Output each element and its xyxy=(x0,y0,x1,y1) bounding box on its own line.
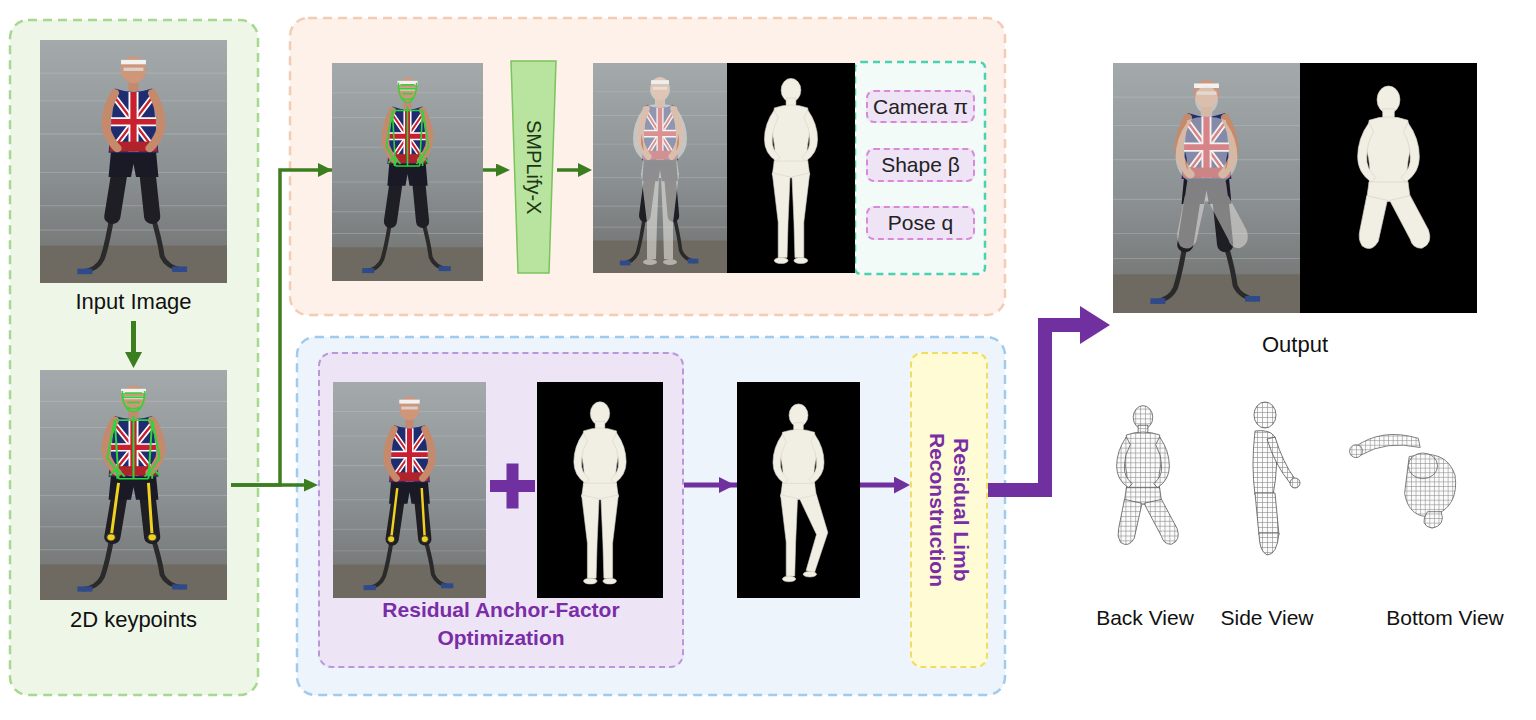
mesh-overlay xyxy=(1176,86,1248,249)
keypoint-overlay xyxy=(386,83,428,166)
flow-arrow xyxy=(988,325,1080,490)
module-title: Residual Anchor-Factor Optimization xyxy=(344,596,658,652)
image-panel: Input Image xyxy=(36,38,231,321)
keypoint-overlay xyxy=(388,488,429,542)
method-panel xyxy=(297,337,1005,695)
flow-arrow xyxy=(557,168,580,172)
input-photo xyxy=(40,370,227,600)
parameter-name: Pose q xyxy=(888,211,953,235)
model-block: SMPLify-X xyxy=(510,60,557,274)
input-panel xyxy=(10,20,258,695)
trapezoid-outline xyxy=(511,61,556,273)
parameter-box: Camera π xyxy=(866,90,975,123)
flow-arrow xyxy=(131,321,136,352)
render-background xyxy=(537,382,663,598)
parameter-box: Pose q xyxy=(866,206,975,240)
plus-sign xyxy=(507,464,519,509)
model-name: SMPLify-X xyxy=(522,120,545,214)
plus-sign xyxy=(490,480,535,492)
flow-arrow xyxy=(231,483,304,487)
parameter-box: Shape β xyxy=(866,148,975,182)
parameter-name: Camera π xyxy=(873,95,968,119)
render-background xyxy=(737,382,860,598)
mesh-render xyxy=(574,402,626,584)
keypoint-overlay xyxy=(107,391,159,479)
module-box: Residual Anchor-Factor Optimization xyxy=(318,352,684,668)
image-panel: Output xyxy=(1110,60,1480,364)
output-photo xyxy=(1113,63,1300,313)
wireframe-bottom xyxy=(1350,434,1456,528)
wireframe-side xyxy=(1253,402,1300,555)
flow-arrow xyxy=(684,483,894,488)
keypoint-overlay xyxy=(107,483,157,541)
render-background xyxy=(1300,63,1477,313)
image-panel: 2D keypoints xyxy=(36,368,231,639)
view-label: Back View xyxy=(1096,606,1194,630)
arrow-head xyxy=(318,163,332,177)
baseline-panel xyxy=(290,18,1005,315)
mesh-render xyxy=(764,78,817,263)
view-label: Side View xyxy=(1220,606,1313,630)
input-photo xyxy=(333,382,486,598)
arrow-head xyxy=(578,163,592,177)
module-title: Residual Limb Reconstruction xyxy=(925,410,973,610)
render-background xyxy=(727,63,855,273)
fit-overlay-photo xyxy=(593,63,727,273)
image-caption: Output xyxy=(1262,332,1328,358)
input-photo xyxy=(332,63,483,281)
view-label: Bottom View xyxy=(1386,606,1504,630)
parameter-name: Shape β xyxy=(881,153,960,177)
arrow-head xyxy=(719,477,735,493)
image-caption: 2D keypoints xyxy=(70,607,197,633)
input-photo xyxy=(40,40,227,283)
image-caption: Input Image xyxy=(75,289,191,315)
mesh-render xyxy=(1358,86,1430,249)
wireframe-back xyxy=(1117,406,1179,545)
mesh-render xyxy=(773,404,828,582)
module-box: Residual Limb Reconstruction xyxy=(910,352,988,668)
flow-arrow xyxy=(231,170,496,485)
parameter-group xyxy=(855,62,985,274)
mesh-overlay xyxy=(633,77,687,265)
